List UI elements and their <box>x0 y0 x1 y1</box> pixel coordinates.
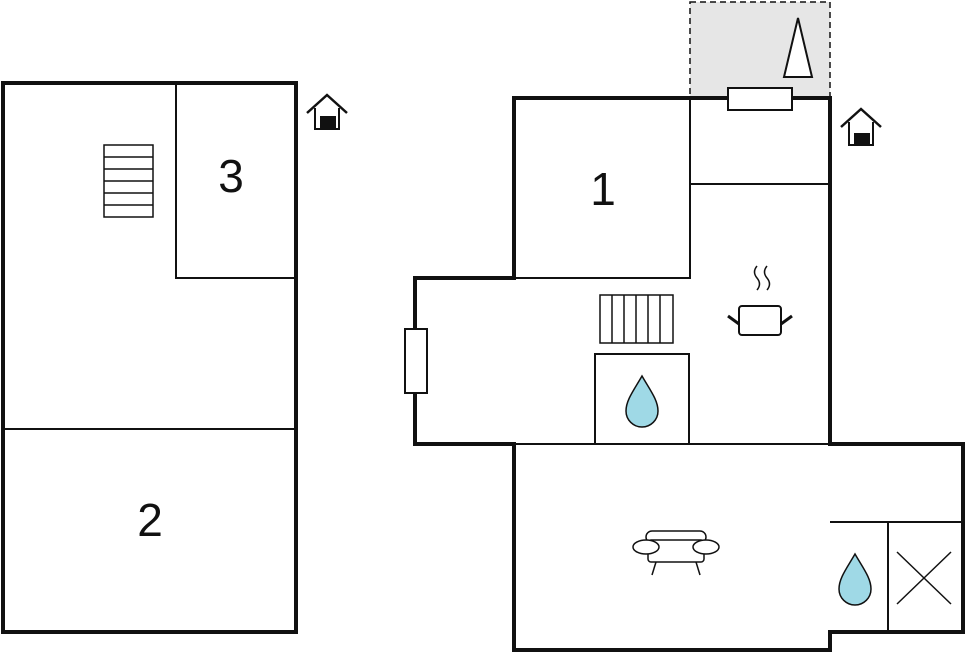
left-floor: 3 2 <box>1 81 348 634</box>
left-floor-outline <box>1 81 298 634</box>
bathroom-walls <box>594 353 690 445</box>
entrance-icon <box>306 93 348 130</box>
water-drop-icon <box>838 552 872 606</box>
stairs-icon <box>599 294 674 344</box>
kitchen-pot-icon <box>727 265 793 336</box>
sofa-icon <box>632 530 720 576</box>
right-floor: 1 <box>404 1 965 652</box>
room-3-walls <box>175 83 294 279</box>
room-1-label: 1 <box>590 163 616 215</box>
entrance-icon <box>840 107 882 146</box>
room-3-label: 3 <box>218 150 244 202</box>
cross-icon <box>896 551 952 605</box>
water-drop-icon <box>625 374 659 428</box>
north-arrow-icon <box>782 17 814 78</box>
terrace-area <box>689 1 831 99</box>
window-icon <box>727 87 793 111</box>
stairs-icon <box>103 144 154 218</box>
room-2-label: 2 <box>137 494 163 546</box>
room-1-walls <box>514 98 691 279</box>
window-icon <box>404 328 428 394</box>
